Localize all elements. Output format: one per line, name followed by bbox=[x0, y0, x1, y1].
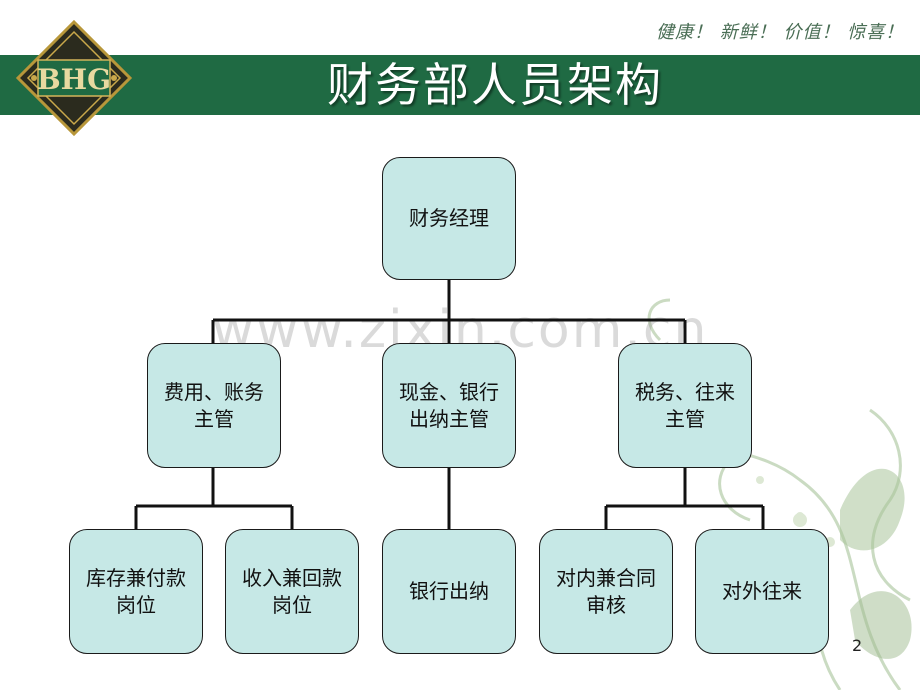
bank-cashier-node: 银行出纳 bbox=[382, 529, 516, 654]
bhg-logo: BHG bbox=[15, 19, 133, 137]
internal-contract-review-node: 对内兼合同 审核 bbox=[539, 529, 673, 654]
slogan-tagline: 健康！ 新鲜！ 价值！ 惊喜！ bbox=[656, 22, 905, 43]
tax-receivables-supervisor-node: 税务、往来 主管 bbox=[618, 343, 752, 468]
income-collection-node: 收入兼回款 岗位 bbox=[225, 529, 359, 654]
title-banner bbox=[0, 55, 920, 115]
inventory-payment-node: 库存兼付款 岗位 bbox=[69, 529, 203, 654]
cash-bank-cashier-supervisor-node: 现金、银行 出纳主管 bbox=[382, 343, 516, 468]
external-dealings-node: 对外往来 bbox=[695, 529, 829, 654]
page-number: 2 bbox=[852, 636, 863, 655]
expense-accounting-supervisor-node: 费用、账务 主管 bbox=[147, 343, 281, 468]
finance-manager-node: 财务经理 bbox=[382, 157, 516, 280]
logo-text: BHG bbox=[37, 63, 111, 96]
slide-title: 财务部人员架构 bbox=[327, 58, 663, 112]
